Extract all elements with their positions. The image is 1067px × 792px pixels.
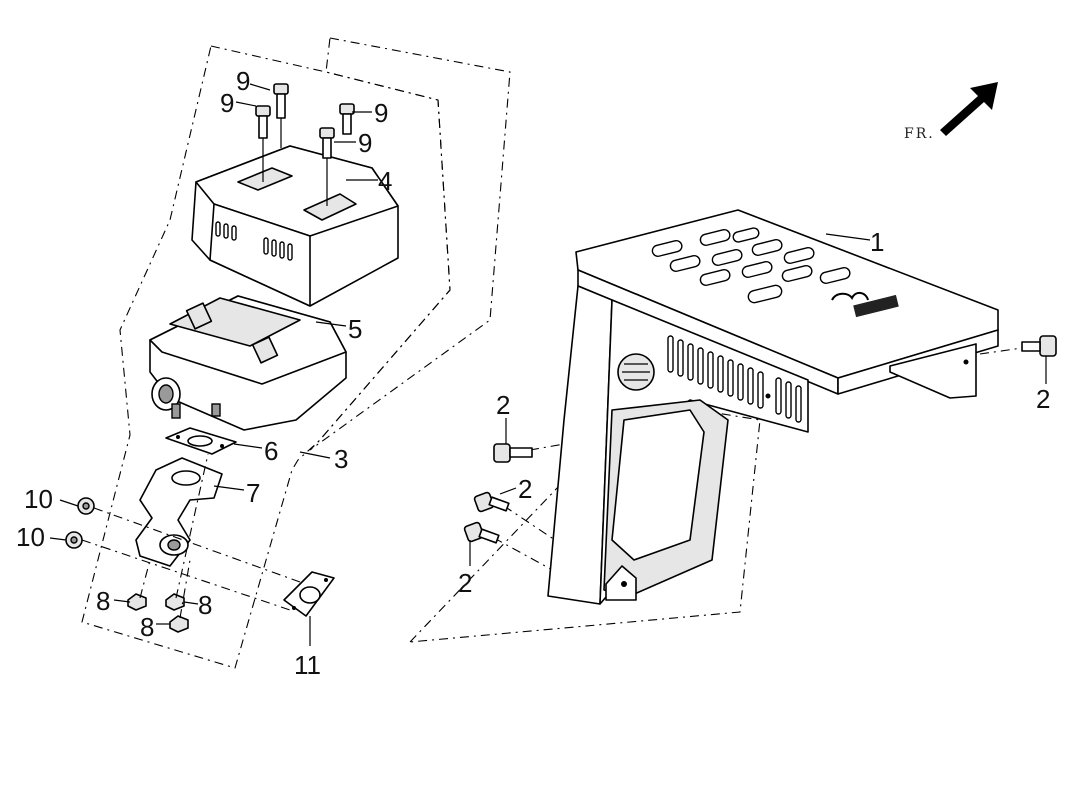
callout-part-3: 3 xyxy=(334,444,348,474)
bolt-icon xyxy=(319,127,335,206)
bolt-icon xyxy=(463,521,500,544)
heat-shield-side-vents xyxy=(617,335,802,423)
cover-bolts xyxy=(255,83,355,206)
bolt-icon xyxy=(273,83,289,148)
callout-part-9: 9 xyxy=(358,128,372,158)
callout-part-2: 2 xyxy=(458,568,472,598)
callout-part-9: 9 xyxy=(220,88,234,118)
heat-shield-group-boundary xyxy=(309,37,511,451)
callout-part-1: 1 xyxy=(870,227,884,257)
bolt-icon xyxy=(473,491,510,513)
front-direction-indicator: FR. xyxy=(904,82,998,142)
heat-shield-logo-badge xyxy=(831,292,899,318)
bolt-icon xyxy=(493,443,533,463)
callout-labels: 1 2 2 2 2 3 4 5 6 7 8 8 8 9 9 9 9 10 10 … xyxy=(16,66,1050,680)
heat-shield xyxy=(547,209,999,605)
callout-part-9: 9 xyxy=(236,66,250,96)
upper-cover-vent-slots xyxy=(215,221,293,261)
callout-part-8: 8 xyxy=(140,612,154,642)
callout-part-8: 8 xyxy=(96,586,110,616)
nut-icon xyxy=(127,593,147,611)
callout-part-9: 9 xyxy=(374,98,388,128)
exhaust-flange-pipe xyxy=(135,457,223,567)
callout-part-5: 5 xyxy=(348,314,362,344)
flange-nuts xyxy=(65,497,189,633)
bolt-icon xyxy=(1021,335,1057,357)
callout-part-10: 10 xyxy=(24,484,53,514)
callout-part-8: 8 xyxy=(198,590,212,620)
callout-part-4: 4 xyxy=(378,166,392,196)
heat-shield-top-vents xyxy=(651,227,851,304)
callout-part-2: 2 xyxy=(518,474,532,504)
bolt-icon xyxy=(339,103,355,135)
nut-icon xyxy=(169,615,189,633)
callout-part-10: 10 xyxy=(16,522,45,552)
callout-leader-lines xyxy=(49,83,1047,646)
exhaust-gasket xyxy=(165,427,237,455)
callout-part-6: 6 xyxy=(264,436,278,466)
bolt-icon xyxy=(255,105,271,182)
front-direction-arrow-icon xyxy=(940,82,998,136)
front-direction-label: FR. xyxy=(904,126,935,142)
nut-icon xyxy=(165,593,185,611)
muffler-upper-cover xyxy=(191,145,399,307)
callout-part-2: 2 xyxy=(1036,384,1050,414)
heat-shield-bolts xyxy=(463,335,1057,544)
callout-part-7: 7 xyxy=(246,478,260,508)
muffler-body xyxy=(149,295,347,431)
callout-part-2: 2 xyxy=(496,390,510,420)
outlet-gasket xyxy=(283,571,335,617)
callout-part-11: 11 xyxy=(294,650,321,680)
